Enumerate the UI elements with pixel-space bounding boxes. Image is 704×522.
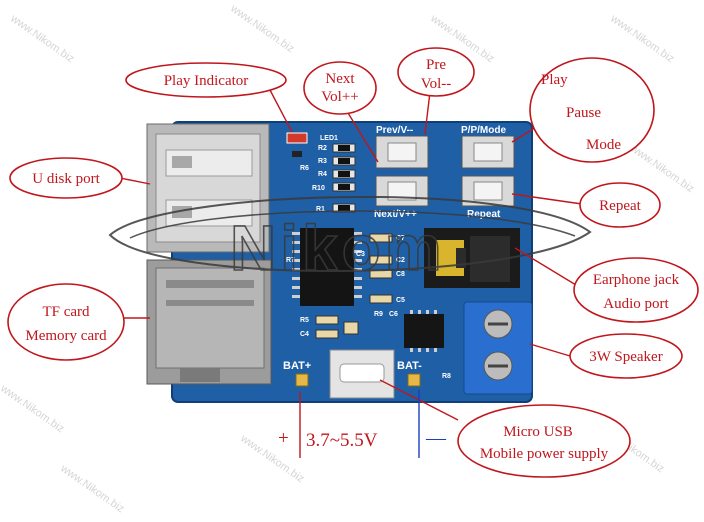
amplifier-ic [404,310,444,352]
pcb: LED1 R2 R6 R3 R4 R10 R1 Prev/V-- P/P/Mod… [146,121,533,403]
silk-c5: C5 [396,297,405,304]
button-prev[interactable] [375,135,429,169]
silk-led1: LED1 [320,135,338,142]
callout-earphone: Earphone jack Audio port [573,257,699,323]
power-minus: — [425,427,447,449]
silk-next: Next/V++ [374,209,417,220]
silk-ppmode: P/P/Mode [461,125,506,136]
button-next[interactable] [375,175,429,207]
callout-usb-line1: Micro USB [503,424,573,440]
usb-a-port [146,123,270,253]
callout-speaker: 3W Speaker [569,333,683,379]
silk-prev: Prev/V-- [376,125,413,136]
resistor-group: R2 R6 R3 R4 R10 R1 [292,143,356,213]
silk-r8: R8 [442,373,451,380]
silk-repeat: Repeat [467,209,501,220]
callout-earphone-line2: Audio port [603,296,669,312]
silk-r3: R3 [318,158,327,165]
callout-tf-card: TF card Memory card [7,283,125,361]
speaker-terminal [463,301,533,395]
watermark-logo: Nikom [108,195,592,285]
callout-next-line2: Vol++ [321,89,359,105]
callout-next-line1: Next [325,71,355,87]
silk-r5: R5 [300,317,309,324]
callout-repeat-text: Repeat [599,198,641,214]
power-range: 3.7~5.5V [306,430,378,451]
silk-r4: R4 [318,171,327,178]
silk-c3: C3 [356,251,365,258]
callout-repeat: Repeat [579,182,661,228]
callout-play-line3: Mode [586,137,621,153]
power-plus: + [278,428,289,449]
callout-play-line1: Play [541,72,568,88]
watermark-2: www.Nikom.biz [227,2,296,55]
led-indicator [286,132,308,144]
watermark-1: www.Nikom.biz [7,12,76,65]
callout-usb-line2: Mobile power supply [480,446,609,462]
callout-tf-line2: Memory card [25,328,107,344]
callout-pre-vol: Pre Vol-- [397,47,475,97]
watermark-logo-text: Nikom [230,212,446,284]
callout-lines [119,89,583,458]
silk-c4: C4 [300,331,309,338]
silk-r9: R9 [374,311,383,318]
bat-plus-pad [295,373,309,387]
silk-r1: R1 [316,206,325,213]
callout-u-disk-text: U disk port [32,171,100,187]
silk-c6: C6 [389,311,398,318]
silk-c7: C7 [396,235,405,242]
button-repeat[interactable] [461,175,515,207]
callout-play-pause-mode: Play Pause Mode [529,57,655,163]
callout-next-vol: Next Vol++ [303,61,377,115]
callout-tf-line1: TF card [42,304,90,320]
bat-minus-pad [407,373,421,387]
callout-play-indicator: Play Indicator [125,62,287,98]
silk-c8: C8 [396,271,405,278]
watermark-7: www.Nikom.biz [237,432,306,485]
button-play-pause-mode[interactable] [461,135,515,169]
tf-card-slot [146,259,272,385]
callout-pre-line1: Pre [426,57,446,73]
silk-r2: R2 [318,145,327,152]
silk-bat-plus: BAT+ [283,360,311,372]
silk-bat-minus: BAT- [397,360,422,372]
callout-micro-usb: Micro USB Mobile power supply [457,404,631,478]
callout-play-indicator-text: Play Indicator [164,73,249,89]
main-ic [292,228,362,306]
callout-earphone-line1: Earphone jack [593,272,680,288]
watermark-4: www.Nikom.biz [607,12,676,65]
watermark-5: www.Nikom.biz [0,382,66,435]
silk-r10: R10 [312,185,325,192]
silk-c2: C2 [396,257,405,264]
watermark-6: www.Nikom.biz [57,462,126,515]
micro-usb-port [329,349,395,399]
callout-pre-line2: Vol-- [421,76,452,92]
callout-speaker-text: 3W Speaker [589,349,662,365]
callout-play-line2: Pause [566,105,601,121]
silk-r7: R7 [286,257,295,264]
earphone-jack [424,228,520,288]
silk-r6: R6 [300,165,309,172]
callout-u-disk: U disk port [9,157,123,199]
